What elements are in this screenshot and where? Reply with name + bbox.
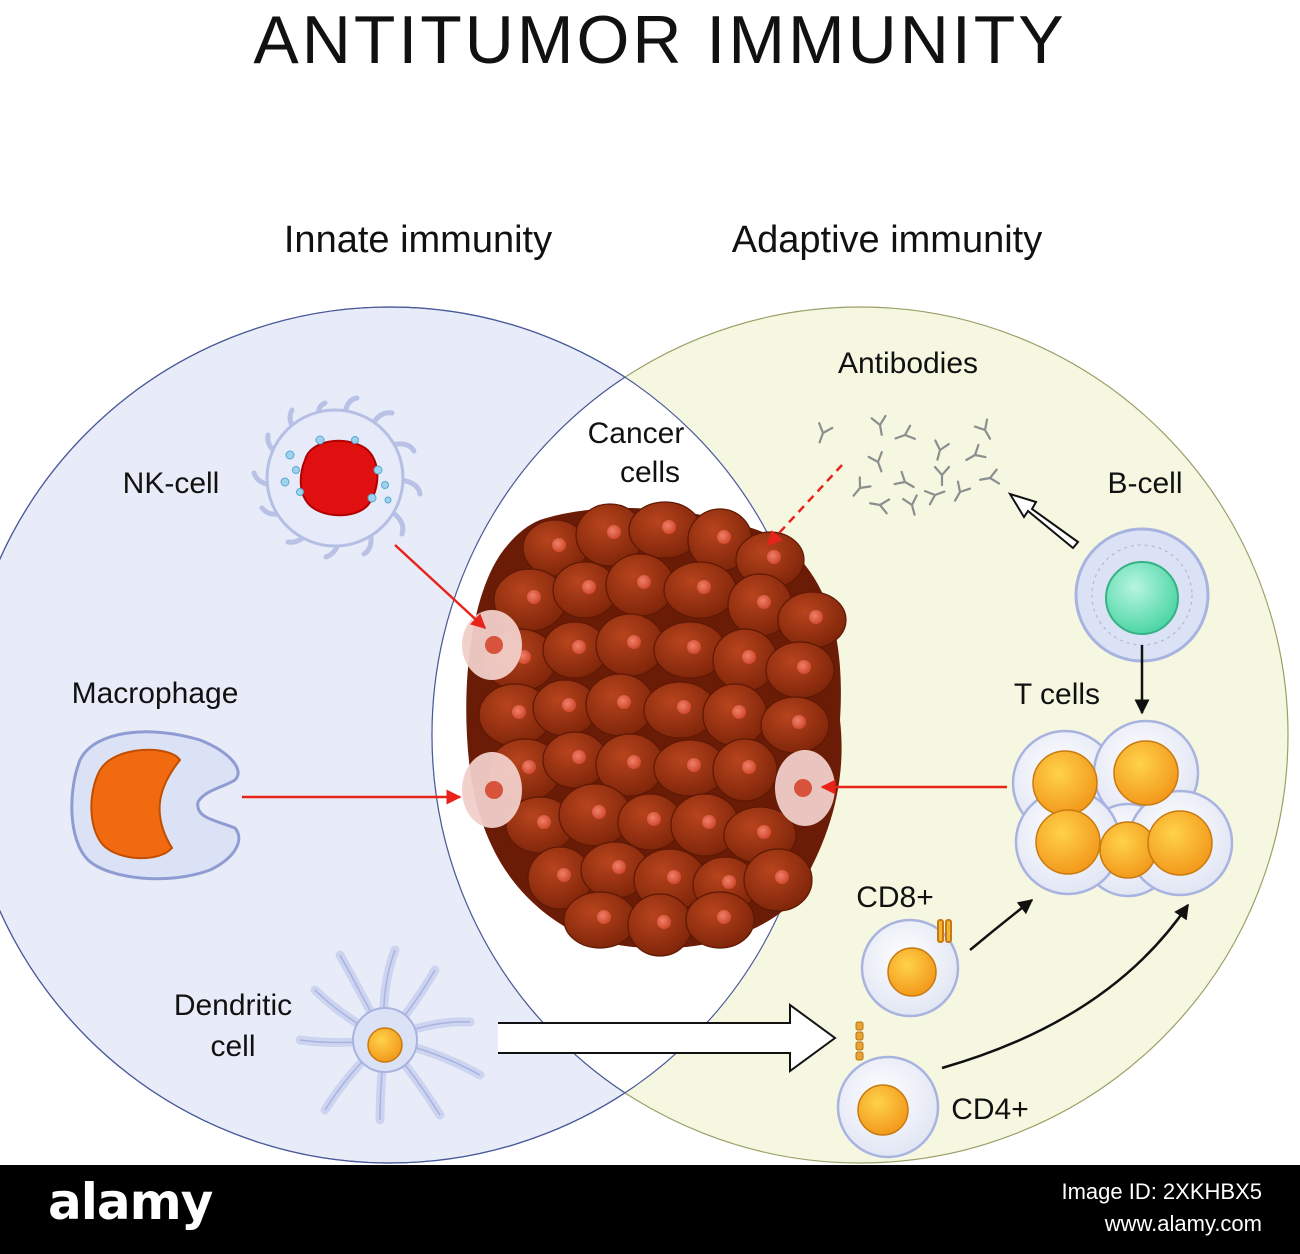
cancer-cells-label-line1: Cancer	[588, 417, 685, 450]
cancer-cell-nucleus	[537, 815, 551, 829]
cancer-cell-nucleus	[677, 700, 691, 714]
alamy-logo: alamy	[48, 1173, 213, 1231]
cd8-label: CD8+	[856, 881, 934, 914]
cancer-cells-label-line2: cells	[620, 456, 680, 489]
nk-cell-icon	[251, 395, 423, 560]
cd8-to-tcells-arrow	[969, 899, 1034, 951]
dendritic-to-tcells-arrow	[498, 1003, 837, 1073]
cancer-cell-nucleus	[627, 755, 641, 769]
cancer-cell-nucleus	[697, 580, 711, 594]
t-cells-label: T cells	[1014, 678, 1100, 711]
cancer-cell-nucleus	[562, 698, 576, 712]
nk-cell-label: NK-cell	[123, 467, 220, 500]
cancer-cell-nucleus	[732, 705, 746, 719]
dendritic-cell-label-line1: Dendritic	[174, 989, 292, 1022]
cancer-cell-nucleus	[717, 910, 731, 924]
cancer-cell-nucleus	[742, 650, 756, 664]
cancer-cell-nucleus	[592, 805, 606, 819]
cancer-cell-nucleus	[512, 705, 526, 719]
cancer-cell-nucleus	[582, 580, 596, 594]
innate-immunity-heading: Innate immunity	[284, 219, 552, 261]
cancer-cell-nucleus	[742, 760, 756, 774]
cancer-cell-nucleus	[557, 868, 571, 882]
footer-bar: alamy Image ID: 2XKHBX5 www.alamy.com	[0, 1165, 1300, 1254]
t-cells-cluster-icon	[1011, 719, 1234, 898]
page-title: ANTITUMOR IMMUNITY	[253, 2, 1066, 78]
cancer-cell-nucleus	[647, 812, 661, 826]
b-cell-label: B-cell	[1107, 467, 1182, 500]
footer-url: www.alamy.com	[1104, 1211, 1262, 1236]
cancer-cell-nucleus	[552, 538, 566, 552]
nk-to-tumor-arrow	[394, 544, 487, 630]
cancer-cell-nucleus	[687, 758, 701, 772]
antibodies-label: Antibodies	[838, 347, 978, 380]
cancer-cell-nucleus	[797, 660, 811, 674]
macrophage-icon	[70, 730, 241, 881]
b-cell-icon	[1074, 527, 1210, 663]
cancer-cell-nucleus	[607, 525, 621, 539]
dendritic-cell-label-line2: cell	[210, 1030, 255, 1063]
cancer-cell-nucleus	[775, 870, 789, 884]
antibody-to-tumor-arrow	[766, 464, 843, 547]
cancer-cell-nucleus	[572, 750, 586, 764]
cancer-cell-nucleus	[667, 870, 681, 884]
cd8-t-cell-icon	[860, 918, 960, 1018]
cd4-label: CD4+	[951, 1093, 1029, 1126]
cancer-cell-nucleus	[757, 825, 771, 839]
cancer-cell-nucleus	[757, 595, 771, 609]
cancer-cell-nucleus	[627, 635, 641, 649]
cancer-cell-nucleus	[792, 715, 806, 729]
tumor-mass	[462, 501, 847, 957]
cancer-cell-nucleus	[637, 575, 651, 589]
antibodies-icon	[818, 414, 1001, 516]
cancer-cell-nucleus	[522, 760, 536, 774]
cancer-cell-nucleus	[657, 915, 671, 929]
dendritic-cell-icon	[295, 945, 485, 1125]
cancer-cell-nucleus	[597, 910, 611, 924]
cd4-to-tcells-arrow	[941, 903, 1190, 1070]
cancer-cell-nucleus	[722, 875, 736, 889]
cancer-cell-nucleus	[527, 590, 541, 604]
cancer-cell-nucleus	[687, 640, 701, 654]
cancer-cell-nucleus	[572, 640, 586, 654]
cancer-cell-nucleus	[702, 815, 716, 829]
antitumor-immunity-diagram: ANTITUMOR IMMUNITY Innate immunity Adapt…	[0, 2, 1289, 1164]
cancer-cell-nucleus	[767, 550, 781, 564]
attack-arrows	[242, 464, 1007, 805]
cancer-cell-nucleus	[662, 520, 676, 534]
cancer-cell-nucleus	[612, 860, 626, 874]
cd4-t-cell-icon	[836, 1021, 940, 1159]
cancer-cell-nucleus	[809, 610, 823, 624]
adaptive-immunity-heading: Adaptive immunity	[732, 219, 1042, 261]
bcell-to-antibodies-arrow	[1007, 492, 1080, 550]
cancer-cell-nucleus	[717, 530, 731, 544]
macrophage-label: Macrophage	[72, 677, 239, 710]
cancer-cell-nucleus	[617, 695, 631, 709]
image-id: Image ID: 2XKHBX5	[1061, 1179, 1262, 1204]
